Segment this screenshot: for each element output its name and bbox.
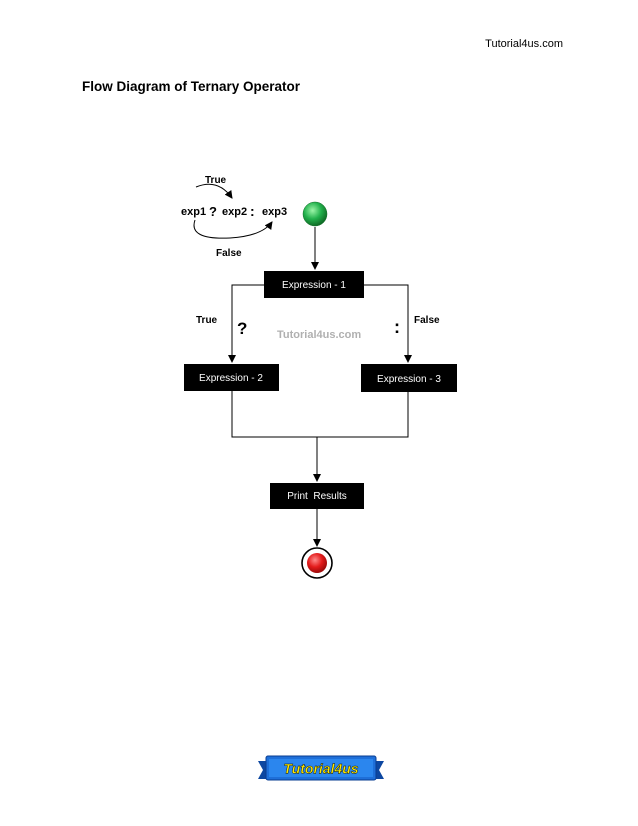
false-branch-connector bbox=[364, 284, 412, 363]
syntax-exp2: exp2 bbox=[222, 206, 247, 218]
syntax-colon: : bbox=[250, 203, 255, 219]
expression-2-box bbox=[184, 364, 279, 391]
syntax-question-mark: ? bbox=[209, 204, 217, 219]
colon-mark: : bbox=[394, 317, 400, 337]
expression-3-box bbox=[361, 364, 457, 392]
syntax-exp3: exp3 bbox=[262, 206, 287, 218]
syntax-false-arrow bbox=[193, 219, 273, 239]
print-results-box bbox=[270, 483, 364, 509]
logo-text: Tutorial4us bbox=[283, 761, 358, 777]
print-results-label: Print Results bbox=[287, 491, 346, 502]
watermark-text: Tutorial4us.com bbox=[277, 329, 361, 341]
page-title: Flow Diagram of Ternary Operator bbox=[82, 79, 301, 94]
syntax-diagram: True exp1 ? exp2 : exp3 False bbox=[181, 175, 287, 259]
expression-1-label: Expression - 1 bbox=[282, 280, 346, 291]
false-branch-label: False bbox=[414, 315, 440, 326]
tutorial4us-logo: Tutorial4us bbox=[258, 755, 384, 781]
expression-1-box bbox=[264, 271, 364, 298]
true-branch-connector bbox=[228, 284, 264, 363]
start-node-icon bbox=[302, 201, 328, 227]
true-branch-label: True bbox=[196, 315, 218, 326]
expression-3-label: Expression - 3 bbox=[377, 374, 441, 385]
merge-connector bbox=[231, 391, 409, 438]
expression-2-label: Expression - 2 bbox=[199, 373, 263, 384]
question-mark: ? bbox=[237, 319, 247, 338]
header-site-name: Tutorial4us.com bbox=[485, 38, 563, 50]
syntax-true-arrow bbox=[195, 183, 233, 199]
syntax-exp1: exp1 bbox=[181, 206, 206, 218]
syntax-true-label: True bbox=[205, 175, 227, 186]
syntax-false-label: False bbox=[216, 248, 242, 259]
end-node-icon bbox=[307, 553, 327, 573]
